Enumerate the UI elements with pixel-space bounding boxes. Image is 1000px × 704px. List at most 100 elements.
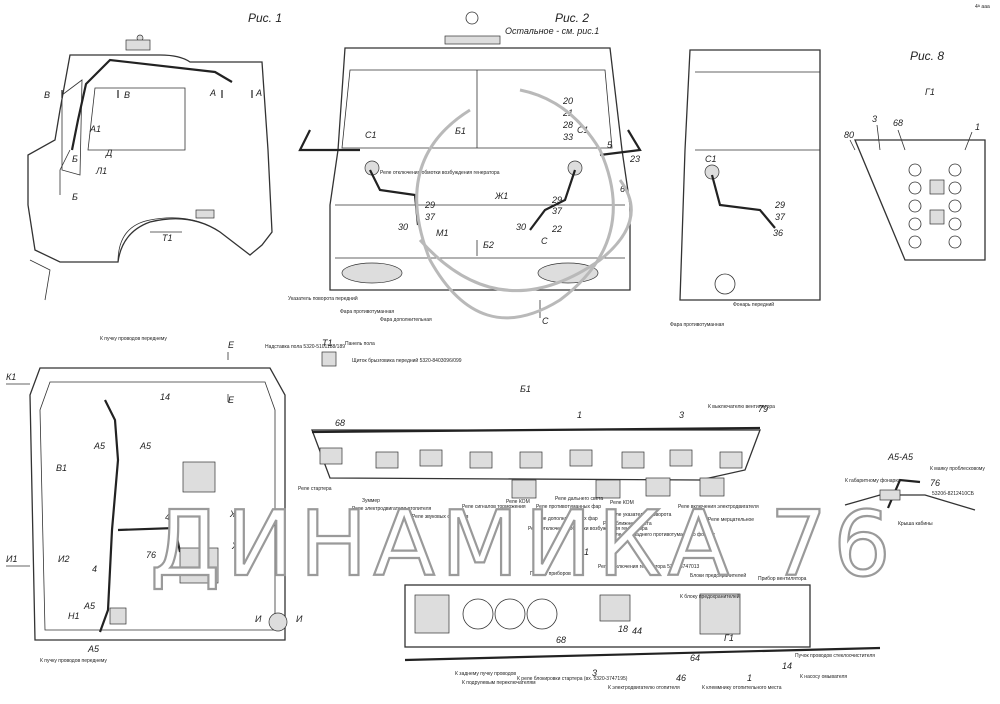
caption-mud-shield: Щиток брызговика передний 5320-8403096/0… [352, 357, 462, 364]
caption-to-wash: К клеммнику отопительного места [702, 685, 782, 691]
corner-mark: 4ᴬ ааа [975, 4, 990, 10]
connector-n1 [109, 607, 127, 625]
interior-harness-main [98, 399, 120, 633]
panel-harness [404, 646, 881, 662]
caption-relay-signals: Реле сигналов торможения [462, 504, 526, 510]
num-6: 6 [620, 184, 625, 194]
num-37-left: 37 [425, 212, 436, 222]
num-3-panel: 3 [592, 668, 597, 678]
watermark-text: ДИНАМИКА 76 [150, 492, 896, 597]
num-29-left: 29 [424, 200, 435, 210]
label-i-right: И [296, 614, 303, 624]
num-23: 23 [629, 154, 640, 164]
label-c1-rear: С1 [705, 154, 717, 164]
caption-wiper-switch: К подрулевым переключателям [462, 680, 536, 686]
num-36: 36 [773, 228, 783, 238]
label-e-top: Е [228, 340, 235, 350]
label-c1-right: С1 [577, 125, 589, 135]
watermark-swoosh-inner [418, 179, 633, 292]
headlamp-left [341, 262, 403, 284]
num-80: 80 [844, 130, 854, 140]
num-68-panel: 68 [556, 635, 566, 645]
fig1-title: Рис. 1 [248, 11, 282, 25]
watermark-swoosh [415, 88, 615, 320]
step [29, 259, 51, 301]
caption-to-block: К блоку предохранителей [680, 593, 740, 600]
grille-lines [335, 204, 625, 259]
section-marks [61, 90, 253, 98]
label-zh-lower: Ж [231, 541, 241, 551]
harness-branch [59, 149, 71, 195]
num-14-interior: 14 [160, 392, 170, 402]
interior-harness-branch [117, 526, 182, 553]
label-c1-left: С1 [365, 130, 377, 140]
gauge-right [526, 598, 558, 630]
label-t1: Т1 [162, 233, 173, 243]
label-b2: Б [72, 192, 78, 202]
num-1-strip: 1 [577, 410, 582, 420]
cab-harness [70, 58, 233, 151]
right-cab-view: С1 29 37 36 Фонарь передний Фара противо… [670, 49, 821, 328]
instrument-panel-a1: А1 18 44 68 3 64 46 14 1 Г1 Панель прибо… [404, 547, 881, 691]
caption-relay-wipers: Реле фар заднего противотуманного фонаря [610, 532, 715, 538]
caption-relay-rear: Реле отключения обмотки возбуждения гене… [528, 526, 648, 532]
num-68-fig8: 68 [893, 118, 903, 128]
caption-floor-panel: Панель пола [345, 341, 375, 347]
caption-fuse-block: Блоки предохранителей [690, 572, 746, 579]
num-33: 33 [563, 132, 573, 142]
fig8-fuse-panel: Рис. 8 Г1 80 3 68 1 [844, 49, 986, 261]
rear-lamp-interior [268, 612, 288, 632]
caption-front-lamp: Фонарь передний [733, 301, 774, 308]
horn-ring [465, 11, 479, 25]
label-d: Д [105, 148, 113, 158]
caption-relay-heater: Реле электродвигателя отопителя [352, 506, 432, 512]
a5-grommet [879, 489, 901, 501]
num-68-strip: 68 [335, 418, 345, 428]
caption-plate: Надставка пола 5320-5101188/189 [265, 344, 345, 350]
num-1-fig8: 1 [975, 122, 980, 132]
caption-relay-far: Реле дальнего света [555, 496, 603, 502]
cab-outline [27, 54, 273, 263]
relay-block-lower [179, 547, 219, 584]
switch-block [599, 594, 631, 622]
num-28: 28 [562, 120, 573, 130]
caption-to-ecu: К электродвигателю отопителя [608, 685, 680, 691]
caption-a5-beacon: К маяку проблесковому [930, 466, 985, 472]
gauge-left [462, 598, 494, 630]
num-14-panel: 14 [782, 661, 792, 671]
caption-relay-aux: Реле дополнительных фар [535, 516, 598, 522]
front-cab-outline [329, 47, 631, 291]
caption-a5-part: 5320б-8212410СБ [932, 491, 975, 497]
label-n1: Н1 [68, 611, 80, 621]
label-v1: В1 [56, 463, 67, 473]
num-18: 18 [618, 624, 628, 634]
section-lines [476, 240, 541, 318]
roof-lights [444, 35, 501, 45]
caption-buzzer: Зуммер [362, 498, 380, 504]
label-b: Б [72, 154, 78, 164]
caption-roof: Крыша кабины [898, 521, 933, 527]
num-37-rear: 37 [775, 212, 786, 222]
num-4-upper: 4 [165, 512, 170, 522]
fig8-leaders [849, 124, 973, 151]
num-37-right: 37 [552, 206, 563, 216]
panel-outline [404, 584, 811, 648]
relay-blocks [319, 447, 743, 499]
num-76-interior: 76 [146, 550, 156, 560]
label-a1-panel: А1 [577, 547, 589, 557]
num-46: 46 [676, 673, 686, 683]
relay-strip-harness [311, 426, 761, 434]
cab-interior-view: 14 4 4 76 Е Е К1 А5 А5 В1 И1 И2 А5 Н1 А5… [6, 336, 303, 664]
relay-strip-outline [311, 429, 761, 481]
label-a5-top-right: А5 [139, 441, 152, 451]
caption-relay-sound: Реле звуковых сигналов [412, 514, 469, 520]
num-29-right: 29 [551, 195, 562, 205]
caption-fog2: Фара противотуманная [670, 322, 724, 328]
caption-to-pump: К насосу омывателя [800, 674, 847, 680]
label-e-bottom: Е [228, 395, 235, 405]
label-g1-fig8: Г1 [925, 87, 935, 97]
gauge-mid [494, 598, 526, 630]
label-l1: Л1 [95, 166, 107, 176]
rear-cab-lines [695, 71, 820, 151]
